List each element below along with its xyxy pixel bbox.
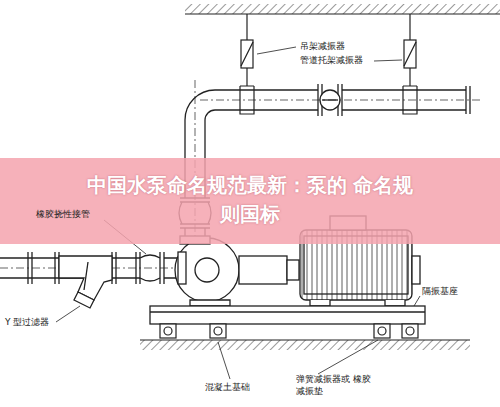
pump (287, 260, 299, 280)
part-label: 混凝土基础 (205, 381, 285, 393)
pump (175, 236, 299, 306)
ceiling (185, 4, 500, 14)
hanger-isolator (246, 14, 247, 40)
spring-isolators (164, 327, 172, 335)
concrete-foundation (140, 340, 470, 350)
motor (304, 236, 408, 294)
inertia-base (150, 306, 425, 324)
banner-title: 中国水泵命名规范最新：泵的 命名规则国标 (80, 171, 420, 229)
pump (239, 256, 287, 284)
hanger-isolator (404, 40, 416, 68)
concrete-foundation (140, 339, 470, 340)
pump (190, 300, 230, 306)
y-strainer (74, 292, 94, 308)
y-strainer (59, 256, 112, 300)
hanger-isolator (241, 40, 253, 68)
part-label: 橡胶挠性接管 (36, 208, 126, 220)
spring-isolators (406, 327, 414, 335)
discharge-pipe (342, 89, 466, 90)
y-strainer (84, 262, 88, 290)
pump (178, 252, 186, 284)
leader-lines (56, 306, 80, 322)
motor (310, 300, 405, 306)
hanger-isolator (404, 42, 416, 66)
spring-isolators (214, 327, 222, 335)
leader-lines (374, 60, 402, 61)
concrete-foundation (140, 340, 470, 350)
discharge-pipe (342, 109, 466, 110)
part-label: 弹簧减振器或 橡胶减振垫 (296, 373, 376, 397)
ceiling (185, 4, 500, 14)
motor (412, 256, 420, 284)
pump (195, 258, 219, 282)
leader-lines (414, 296, 420, 306)
part-label: Y 型过滤器 (5, 316, 85, 328)
leader-lines (318, 340, 378, 374)
spring-isolators (402, 324, 418, 338)
spring-isolators (160, 324, 176, 338)
hanger-isolator (246, 68, 247, 86)
hanger-isolator (240, 14, 417, 114)
part-label: 隔振基座 (422, 285, 492, 297)
ceiling (185, 13, 500, 14)
y-strainer (59, 256, 112, 308)
spring-isolators (210, 324, 226, 338)
hanger-isolator (409, 14, 410, 40)
leader-lines (257, 47, 296, 54)
discharge-pipe (215, 89, 318, 90)
pump (175, 238, 239, 302)
leader-lines (218, 342, 230, 379)
part-label: 吊架减振器 (300, 40, 390, 52)
spring-isolators (374, 324, 390, 338)
inertia-base (150, 306, 425, 324)
inertia-base (150, 311, 425, 312)
hanger-isolator (409, 68, 410, 86)
spring-isolators (378, 327, 386, 335)
hanger-isolator (241, 42, 253, 66)
spring-isolators (160, 324, 418, 338)
title-banner (0, 158, 500, 244)
part-label: 管道托架减振器 (300, 54, 390, 66)
discharge-pipe (200, 100, 480, 101)
discharge-pipe (215, 109, 318, 110)
